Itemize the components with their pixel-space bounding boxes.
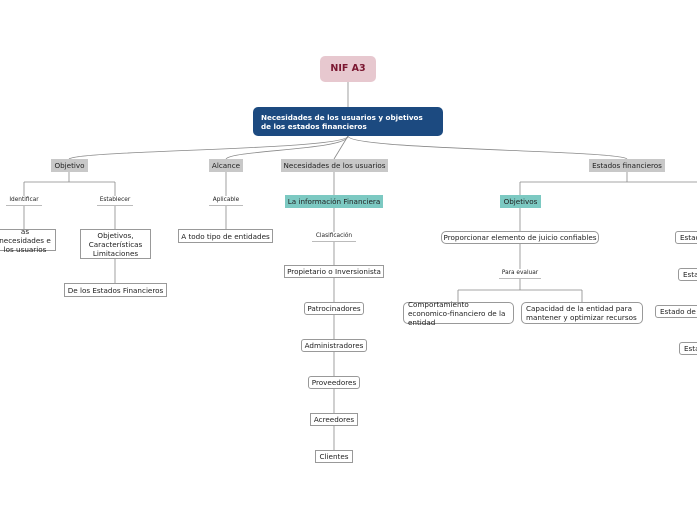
node-objetivos[interactable]: Objetivos (500, 195, 541, 208)
node-proporcionar-elemento[interactable]: Proporcionar elemento de juicio confiabl… (441, 231, 599, 244)
label-aplicable[interactable]: Aplicable (209, 196, 243, 206)
branch-objetivo[interactable]: Objetivo (51, 159, 88, 172)
node-patrocinadores[interactable]: Patrocinadores (304, 302, 364, 315)
root-topic[interactable]: NIF A3 (320, 56, 376, 82)
branch-alcance[interactable]: Alcance (209, 159, 243, 172)
node-de-los-estados-financieros[interactable]: De los Estados Financieros (64, 283, 167, 297)
node-administradores[interactable]: Administradores (301, 339, 367, 352)
label-para-evaluar[interactable]: Para evaluar (499, 269, 541, 279)
node-comportamiento-economico[interactable]: Comportamiento economico-financiero de l… (403, 300, 514, 327)
node-informacion-financiera[interactable]: La información Financiera (285, 195, 383, 208)
label-clasificacion[interactable]: Clasificación (312, 232, 356, 242)
node-objetivos-caracteristicas[interactable]: Objetivos, Características Limitaciones (80, 229, 151, 259)
branch-estados-financieros[interactable]: Estados financieros (589, 159, 665, 172)
node-estado-right-4[interactable]: Esta (679, 342, 697, 355)
node-capacidad-entidad[interactable]: Capacidad de la entidad para mantener y … (521, 302, 643, 324)
node-estado-right-3[interactable]: Estado de (655, 305, 697, 318)
branch-necesidades-usuarios[interactable]: Necesidades de los usuarios (281, 159, 388, 172)
node-necesidades-usuarios[interactable]: as necesidades e los usuarios (0, 227, 56, 254)
main-topic[interactable]: Necesidades de los usuarios y objetivos … (253, 107, 443, 136)
node-estado-right-2[interactable]: Esta (678, 268, 697, 281)
node-todo-tipo-entidades[interactable]: A todo tipo de entidades (178, 229, 273, 243)
node-proveedores[interactable]: Proveedores (308, 376, 360, 389)
node-propietario-inversionista[interactable]: Propietario o Inversionista (284, 265, 384, 278)
node-estado-right-1[interactable]: Estac (675, 231, 697, 244)
node-clientes[interactable]: Clientes (315, 450, 353, 463)
label-identificar[interactable]: Identificar (6, 196, 42, 206)
label-establecer[interactable]: Establecer (97, 196, 133, 206)
node-acreedores[interactable]: Acreedores (310, 413, 358, 426)
